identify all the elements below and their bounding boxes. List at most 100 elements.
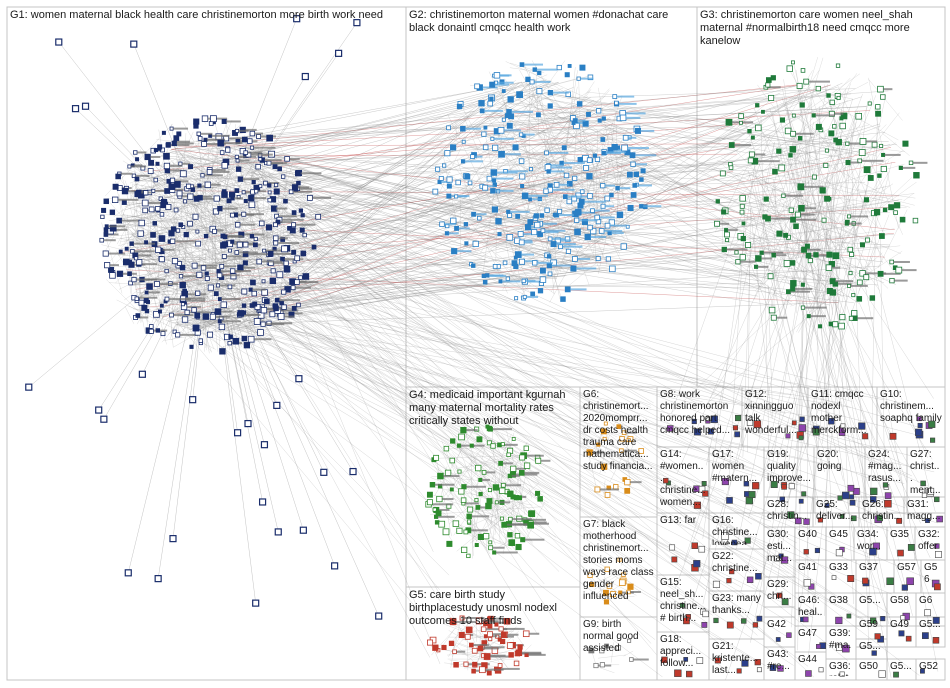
- group-label-g3: G3: christinemorton care women neel_shah…: [700, 9, 942, 49]
- group-label-g38: G38: [829, 595, 853, 607]
- node: [771, 315, 776, 320]
- node: [433, 189, 438, 194]
- node: [445, 151, 450, 156]
- node: [101, 416, 107, 422]
- node: [600, 663, 604, 667]
- node: [135, 192, 140, 197]
- node: [756, 104, 759, 107]
- node: [498, 664, 502, 668]
- node: [472, 212, 476, 216]
- node: [519, 133, 522, 136]
- node: [471, 264, 475, 268]
- node-label-mark: [543, 223, 558, 225]
- node-label-mark: [465, 128, 481, 130]
- node: [499, 280, 502, 283]
- group-label-g16: G16: christine... lovepea...: [712, 515, 761, 545]
- node: [578, 157, 582, 161]
- node: [784, 260, 790, 266]
- node: [795, 212, 800, 217]
- group-box-g1: [7, 7, 406, 680]
- node-label-mark: [492, 633, 501, 635]
- group-label-g43: G43: #re...: [767, 649, 792, 673]
- node: [282, 305, 287, 310]
- node-label-mark: [641, 130, 655, 132]
- node: [472, 669, 476, 673]
- node-label-mark: [212, 169, 225, 171]
- node: [447, 126, 451, 130]
- node-label-mark: [495, 190, 513, 192]
- node: [176, 229, 179, 232]
- node: [561, 297, 566, 302]
- node-label-mark: [431, 503, 453, 505]
- group-label-g2: G2: christinemorton maternal women #dona…: [409, 9, 694, 35]
- node: [427, 500, 432, 505]
- node: [440, 222, 445, 227]
- group-label-g10: G10: christinem... soaphq family: [880, 389, 942, 425]
- node: [266, 225, 271, 230]
- node-label-mark: [894, 261, 910, 263]
- node: [516, 214, 520, 218]
- node-label-mark: [497, 172, 518, 174]
- node: [501, 483, 505, 487]
- node: [605, 196, 610, 201]
- node: [575, 229, 581, 235]
- node: [303, 233, 307, 237]
- node: [736, 260, 740, 264]
- node-label-mark: [635, 154, 656, 156]
- node: [295, 280, 300, 285]
- node: [713, 581, 719, 587]
- node: [806, 253, 811, 258]
- node: [915, 429, 922, 436]
- node: [849, 271, 852, 274]
- node: [179, 275, 182, 278]
- node: [598, 119, 601, 122]
- node: [125, 247, 128, 250]
- node: [83, 103, 89, 109]
- node-label-mark: [524, 472, 539, 474]
- node: [238, 265, 244, 271]
- node: [521, 184, 524, 187]
- node: [587, 193, 592, 198]
- node: [235, 155, 238, 158]
- node: [274, 183, 277, 186]
- node: [144, 191, 148, 195]
- node: [753, 623, 758, 628]
- node: [138, 231, 143, 236]
- node-label-mark: [552, 265, 570, 267]
- node-label-mark: [529, 633, 539, 635]
- node: [110, 273, 116, 279]
- node: [439, 521, 445, 527]
- node-label-mark: [456, 651, 465, 653]
- edge: [173, 327, 199, 539]
- node: [297, 303, 301, 307]
- node: [768, 274, 773, 279]
- node: [522, 279, 525, 282]
- node: [235, 189, 239, 193]
- node: [522, 193, 528, 199]
- node: [812, 175, 816, 179]
- node: [724, 228, 727, 231]
- group-label-g9: G9: birth normal good assisted: [583, 619, 654, 655]
- node: [536, 458, 541, 463]
- node: [800, 103, 804, 107]
- node: [139, 220, 145, 226]
- node: [601, 204, 605, 208]
- node: [112, 197, 118, 203]
- node-label-mark: [600, 488, 619, 490]
- node: [538, 496, 543, 501]
- node: [755, 125, 761, 131]
- group-label-g42: G42: [767, 619, 792, 631]
- edge: [134, 44, 187, 178]
- node-label-mark: [537, 69, 558, 71]
- node-label-mark: [599, 216, 614, 218]
- node: [249, 202, 255, 208]
- group-label-g20: G20: going: [817, 449, 862, 473]
- node: [808, 258, 812, 262]
- node: [301, 214, 304, 217]
- node: [545, 151, 549, 155]
- node: [433, 645, 439, 651]
- group-label-g27: G27: christ... ment...: [910, 449, 942, 497]
- node: [479, 100, 485, 106]
- node: [693, 560, 700, 567]
- node: [160, 213, 164, 217]
